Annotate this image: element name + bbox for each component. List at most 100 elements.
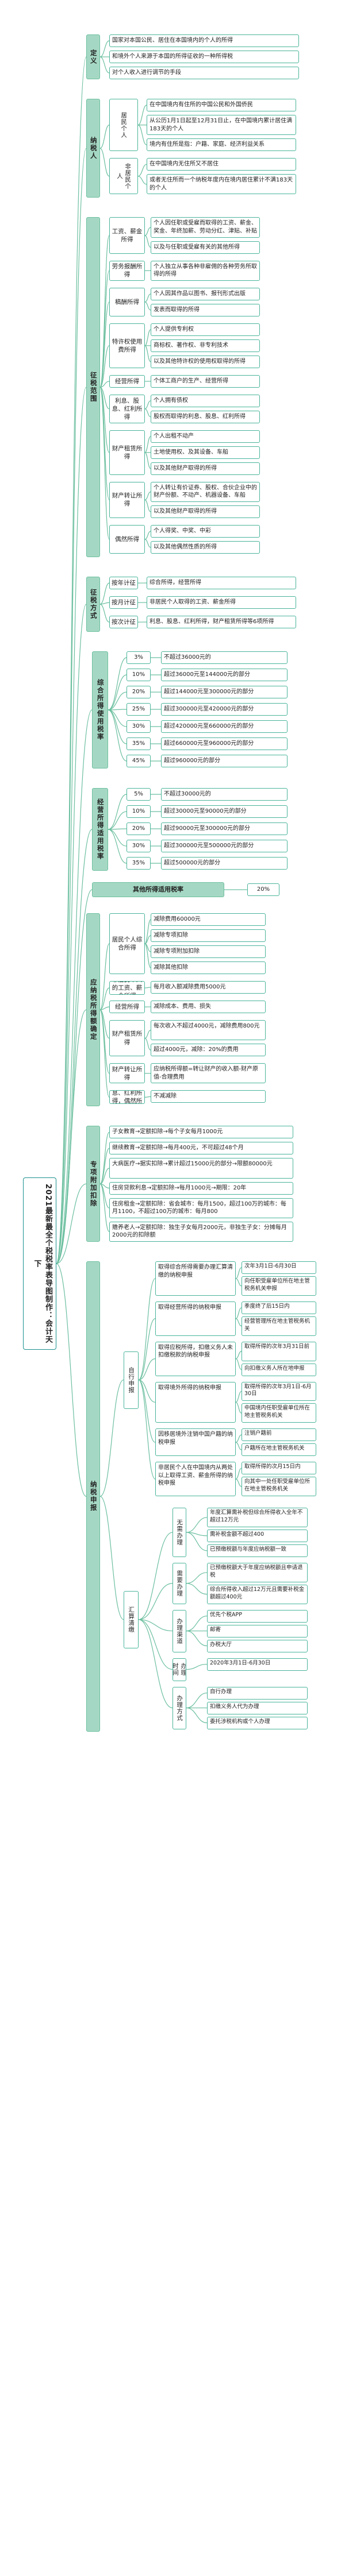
settlement-item: 委托涉税机构或个人办理 [207,1716,308,1729]
method-group-label: 按月计征 [109,596,138,609]
settlement-item: 2020年3月1日-6月30日 [207,1658,308,1671]
filing-label: 纳税申报 [86,1261,100,1732]
connector [235,1358,242,1370]
taxable_income-label: 应纳税所得额确定 [86,913,100,1107]
filing-case: 取得综合所得需要办理汇算清缴的纳税申报 [155,1261,236,1296]
rate_table_comprehensive-bracket: 超过144000元至300000元的部分 [161,686,288,698]
taxable_income-group-label: 非居民个人的工资、薪金所得 [109,981,145,995]
connector [99,148,110,177]
scope-item: 以及其他财产取得的所得 [151,505,260,518]
rate_table_business-bracket: 超过300000元至500000元的部分 [161,840,288,852]
settlement-item: 办税大厅 [207,1639,308,1652]
connector [144,987,151,988]
settlement-group: 办理时间 [172,1658,186,1681]
filing-detail: 次年3月1日-6月30日 [241,1261,316,1274]
scope-item: 以及与任职或受雇有关的其他所得 [151,241,260,254]
settlement-item: 优先个税APP [207,1609,308,1623]
connector [235,1478,242,1487]
scope-item: 个人独立从事各种非雇佣的各种劳务所取得的所得 [151,260,260,281]
definition-item: 对个人收入进行调节的手段 [109,67,299,79]
taxable_income-item: 减除费用60000元 [151,913,266,926]
taxable_income-group-label: 经营所得 [109,1001,145,1014]
connector [56,1009,87,1264]
taxable_income-item: 减除成本、费用、损失 [151,1001,266,1013]
special_deduction-label: 专项附加扣除 [86,1126,100,1242]
filing-case: 非居民个人在中国境内从两处以上取得工资、薪金所得的纳税申报 [155,1462,236,1497]
connector [99,1009,110,1098]
rate_table_business-rate: 35% [126,857,151,870]
filing-case: 取得经营所得的纳税申报 [155,1301,236,1336]
connector [186,1583,208,1595]
connector [99,40,110,57]
connector [137,125,147,145]
connector [144,935,151,944]
resident-item: 境内有住所是指：户籍、家庭、经济利益关系 [147,138,296,152]
rate_table_comprehensive-bracket: 超过36000元至144000元的部分 [161,669,288,681]
connector [144,1030,151,1039]
filing-detail: 取得所得的次年3月31日前 [241,1341,316,1361]
connector [108,692,127,710]
connector [144,1096,151,1098]
root-title: 2021最新最全个税税率表导图制作：会计天下 [23,1177,56,1350]
connector [138,1379,156,1480]
connector [56,56,87,1264]
scope-item: 个人因任职或受雇而取得的工资、薪金、奖金、年终加薪、劳动分红、津贴、补贴 [151,217,260,238]
connector [235,1401,242,1413]
taxable_income-item: 应纳税所得额=转让财产的收入额-财产原值-合理费用 [151,1063,266,1084]
rate_table_comprehensive-bracket: 不超过36000元的 [161,651,288,664]
resident-label: 居民个人 [109,99,138,152]
rate_table_business-bracket: 超过30000元至90000元的部分 [161,805,288,818]
taxable_income-group-label: 居民个人综合所得 [109,913,145,974]
connector [138,1619,173,1670]
resident-item: 从公历1月1日起至12月31日止，在中国境内累计居住满183天的个人 [147,115,296,136]
connector [99,302,110,388]
connector [99,1009,110,1074]
resident-item: 在中国境内有住所的中国公民和外国侨民 [147,99,296,111]
connector [108,657,127,710]
connector [144,943,151,968]
filing-detail: 注销户籍前 [241,1428,316,1442]
rate_table_business-rate: 10% [126,805,151,818]
scope-item: 以及其他特许权的使用权取得的所得 [151,355,260,368]
connector [186,1630,208,1647]
connector [138,1619,173,1709]
scope-group-label: 偶然所得 [109,525,145,554]
scope-group-label: 特许权使用费所得 [109,323,145,368]
special_deduction-item: 赡养老人→定额扣除：独生子女每月2000元，非独生子女：分摊每月2000元的扣除… [109,1221,293,1242]
rate_table_comprehensive-bracket: 超过300000元至420000元的部分 [161,703,288,716]
filing-detail: 取得所得的次年3月1日-6月30日 [241,1381,316,1401]
connector [138,1532,173,1620]
definition-label: 定义 [86,34,100,79]
scope-item: 以及其他财产取得的所得 [151,462,260,475]
connector [235,1391,242,1403]
connector [108,709,127,727]
connector [235,1351,242,1360]
settlement-item: 综合所得收入超过12万元且需要补税金额超过400元 [207,1584,308,1604]
rate_table_comprehensive-bracket: 超过420000元至660000元的部分 [161,720,288,733]
settlement-item: 自行办理 [207,1686,308,1700]
settlement-item: 需补税金额不超过400 [207,1529,308,1542]
connector [144,491,151,500]
rate_table_comprehensive-rate: 10% [126,669,151,681]
scope-group-label: 稿酬所得 [109,287,145,316]
filing-detail: 向扣缴义务人所在地申报 [241,1363,316,1376]
connector [108,829,127,847]
connector [144,531,151,540]
connector [144,452,151,469]
method-group-label: 按次计征 [109,616,138,629]
scope-item: 商标权、著作权、非专利技术 [151,339,260,352]
rate_table_comprehensive-rate: 3% [126,651,151,664]
connector [138,1379,156,1403]
connector [108,829,127,864]
taxable_income-group-label: 财产转让所得 [109,1063,145,1084]
scope-item: 个人提供专利权 [151,323,260,336]
connector [235,1434,242,1443]
filing-detail: 季度终了后15日内 [241,1301,316,1314]
nonresident-item: 或者无住所而一个纳税年度内在境内居住累计不满183天的个人 [147,174,296,195]
connector [186,1572,208,1584]
connector [186,1517,208,1533]
connector [99,387,110,500]
connector [99,1496,124,1620]
other-rate-label: 其他所得适用税率 [92,882,224,897]
connector [138,1358,156,1381]
